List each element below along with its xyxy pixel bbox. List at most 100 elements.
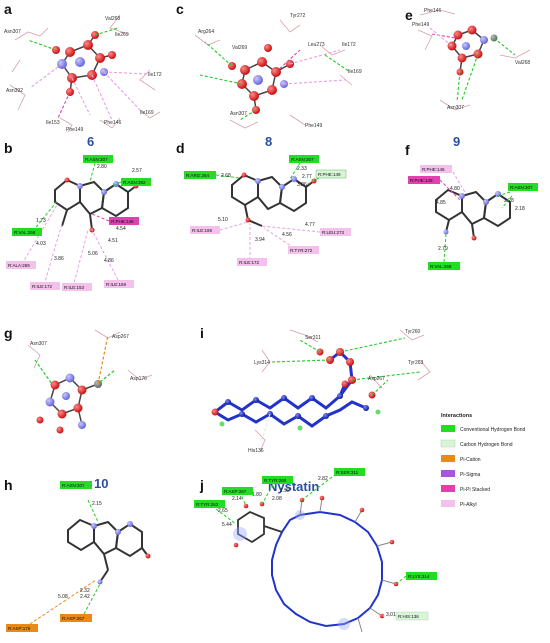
- residue-tag: R:TYR:263: [196, 502, 219, 507]
- atoms-i: [211, 348, 381, 431]
- legend-item-pi-alkyl: Pi-Alkyl: [441, 500, 477, 508]
- residue-label: Phe146: [424, 8, 441, 14]
- legend-item-pi-pi-stacked: Pi-Pi Stacked: [441, 485, 490, 493]
- legend-label: Carbon Hydrogen Bond: [460, 442, 513, 448]
- panel-letter-h: h: [4, 477, 13, 493]
- protein-backbone-a: [9, 14, 161, 133]
- distance-label: 2.77: [302, 174, 312, 180]
- interactions-c: [199, 41, 351, 121]
- residue-tag: R:TYR:260: [264, 478, 287, 483]
- panel-b: b 6 R:ASN:307 R:ASN:392 R:VAL:268 R:PHE:…: [4, 134, 151, 291]
- residue-label: Asn307: [30, 341, 47, 347]
- residue-tag: R:ILE:172: [32, 284, 53, 289]
- distance-labels-d: 2.33 2.77 3.26 2.68 5.10 4.77 4.56 3.94: [218, 166, 315, 243]
- ligand-h: [67, 518, 149, 583]
- panel-h: h 10 R:ASN:307 R:ASP:176 R:ASP:267 2.15 …: [4, 476, 151, 632]
- compound-title-6: 6: [87, 134, 94, 149]
- distance-label: 5.08: [58, 594, 68, 600]
- distance-label: 1.80: [252, 492, 262, 498]
- atoms-g: [36, 373, 102, 434]
- residue-label: Val268: [105, 16, 120, 22]
- distance-label: 4.80: [450, 186, 460, 192]
- panel-letter-b: b: [4, 140, 13, 156]
- residue-tag: R:ASN:392: [123, 180, 146, 185]
- distance-label: 2.32: [80, 588, 90, 594]
- legend-item-conventional-hbond: Conventional Hydrogen Bond: [441, 425, 526, 433]
- residue-label: Phe146: [104, 120, 121, 126]
- residue-label: Phe149: [305, 123, 322, 129]
- panel-g: g Asn307 Asp267 Asp176: [4, 325, 153, 434]
- residue-labels-i: Ser311 Tyr260 Lys314 Tyr263 Asp267 His13…: [248, 329, 424, 454]
- glow-j: [233, 510, 350, 630]
- residue-tag: R:LEU:273: [322, 230, 345, 235]
- legend-label: Pi-Sigma: [460, 472, 481, 478]
- residue-label: Phe149: [66, 127, 83, 133]
- compound-title-8: 8: [265, 134, 272, 149]
- protein-backbone-e: [417, 9, 531, 111]
- residue-label: Ile172: [148, 72, 162, 78]
- panel-i: i Ser311 Tyr260 Lys314 Tyr263 Asp267 His…: [200, 325, 431, 454]
- distance-label: 4.56: [282, 232, 292, 238]
- distance-labels-j: 2.82 1.92 2.08 2.14 1.80 2.65 5.44 3.01: [218, 476, 396, 618]
- distance-label: 2.14: [232, 496, 242, 502]
- panel-e: e Phe146 Phe149 Val268 Asn307: [405, 7, 530, 111]
- residue-tag: R:VAL:268: [14, 230, 36, 235]
- legend-label: Pi-Pi Stacked: [460, 487, 490, 493]
- interactions-e: [429, 27, 516, 103]
- distance-label: 4.54: [116, 226, 126, 232]
- residue-tag: R:ILE:172: [239, 260, 260, 265]
- residue-label: Ser311: [305, 335, 321, 341]
- compound-title-9: 9: [453, 134, 460, 149]
- residue-label: Val269: [232, 45, 247, 51]
- oxygens-j: [233, 495, 399, 619]
- panel-c: c Tyr272 Arg264 Val269 Leu273 Ile172 Ile…: [176, 1, 362, 129]
- distance-label: 2.15: [92, 501, 102, 507]
- residue-label: Tyr272: [290, 13, 306, 19]
- distance-label: 2.28: [504, 198, 514, 204]
- residue-tag: R:ASP:267: [62, 616, 85, 621]
- distance-label: 5.44: [222, 522, 232, 528]
- interaction-legend: Interactions Conventional Hydrogen Bond …: [440, 413, 526, 508]
- distance-label: 2.08: [272, 496, 282, 502]
- residue-tag: R:ASN:307: [291, 157, 314, 162]
- legend-item-pi-sigma: Pi-Sigma: [441, 470, 481, 478]
- distance-label: 3.86: [54, 256, 64, 262]
- distance-label: 2.68: [221, 173, 231, 179]
- distance-labels-h: 2.15 5.08 2.32 2.42: [58, 501, 102, 600]
- residue-labels-a: Asn307 Val268 Ile269 Ile172 Asn392 Ile15…: [4, 16, 162, 133]
- distance-label: 1.73: [36, 218, 46, 224]
- macrolide-ring-j: [271, 510, 383, 628]
- residue-tag: R:ILE:169: [192, 228, 213, 233]
- distance-labels-b: 2.80 2.57 1.73 4.03 3.86 5.06 4.54 4.51 …: [36, 164, 142, 264]
- distance-label: 2.82: [318, 476, 328, 482]
- residue-label: Asn307: [4, 29, 21, 35]
- distance-label: 3.26: [297, 182, 307, 188]
- panel-letter-e: e: [405, 7, 413, 23]
- residue-labels-e: Phe146 Phe149 Val268 Asn307: [412, 8, 530, 111]
- ligand-i: [214, 349, 367, 428]
- panel-a: a Asn307 Val268 Ile269 Ile172 Asn392 Ile…: [4, 1, 162, 133]
- distance-label: 5.06: [88, 251, 98, 257]
- residue-tag: R:ASN:307: [62, 483, 85, 488]
- residue-tag: R:ALA:269: [8, 263, 30, 268]
- residue-tag: R:TYR:272: [290, 248, 313, 253]
- residue-tag: R:ASN:307: [510, 185, 533, 190]
- residue-label: Asp267: [112, 334, 129, 340]
- residue-tag: R:ASN:307: [85, 157, 108, 162]
- residue-tag: R:ARG:264: [186, 173, 210, 178]
- interactions-i: [261, 337, 421, 441]
- distance-label: 4.86: [104, 258, 114, 264]
- residue-labels-c: Tyr272 Arg264 Val269 Leu273 Ile172 Ile16…: [198, 13, 362, 129]
- residue-label: Phe149: [412, 22, 429, 28]
- interactions-d: [215, 162, 321, 260]
- residue-tag: R:PHE:149: [111, 219, 134, 224]
- residue-tag: R:ILE:169: [106, 282, 127, 287]
- legend-label: Pi-Cation: [460, 457, 481, 463]
- residue-tag: R:SER:311: [336, 470, 359, 475]
- atoms-a: [52, 31, 116, 96]
- residue-tag: R:PHE:146: [422, 167, 445, 172]
- legend-label: Pi-Alkyl: [460, 502, 477, 508]
- distance-label: 4.03: [36, 241, 46, 247]
- panel-d: d 8 R:ASN:307 R:PHE:149 R:ARG:264 R:ILE:…: [176, 134, 351, 266]
